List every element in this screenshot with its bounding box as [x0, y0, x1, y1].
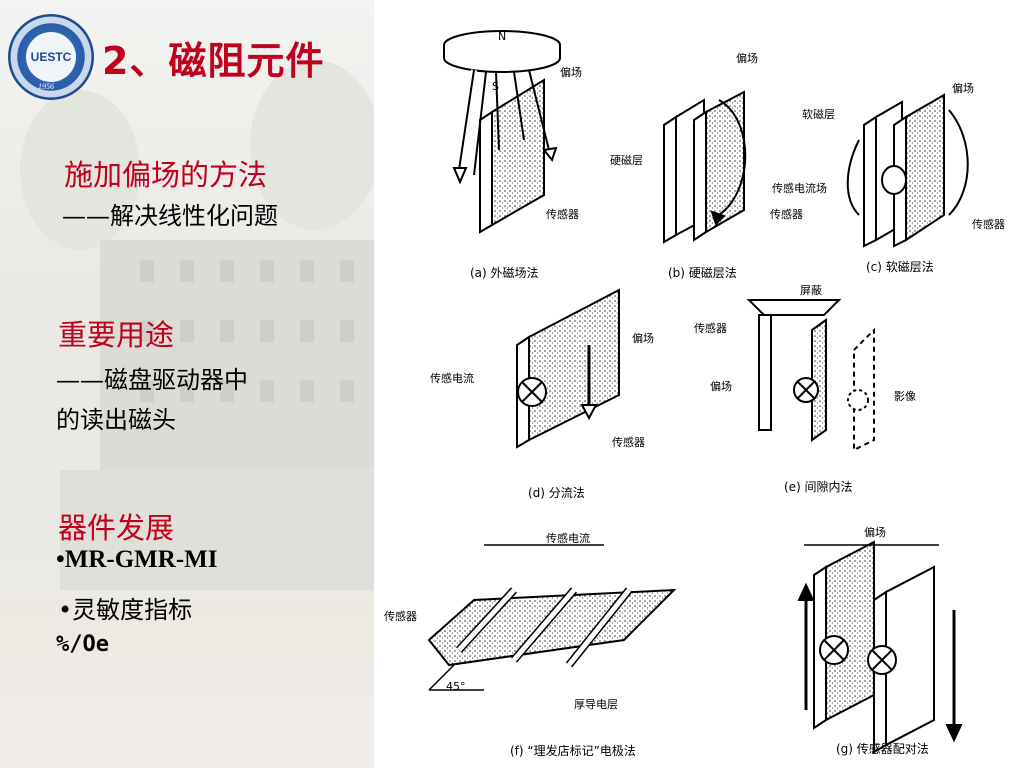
unit-text: %/Oe: [56, 632, 109, 657]
caption-a: (a) 外磁场法: [470, 266, 539, 280]
logo-year: 1956: [38, 82, 54, 91]
caption-f: (f) “理发店标记”电极法: [510, 744, 636, 758]
section2-line2: 的读出磁头: [56, 406, 176, 434]
label-e-image: 影像: [894, 390, 916, 403]
label-d-bias: 偏场: [632, 332, 654, 345]
label-b-hard: 硬磁层: [610, 154, 643, 167]
caption-d: (d) 分流法: [528, 486, 585, 500]
caption-b: (b) 硬磁层法: [668, 266, 737, 280]
label-a-n: N: [498, 30, 507, 43]
bullet-mr-gmr-mi: •MR-GMR-MI: [56, 546, 218, 573]
caption-g: (g) 传感器配对法: [836, 742, 929, 756]
label-b-sensor: 传感器: [770, 208, 803, 221]
label-f-angle: 45°: [446, 680, 466, 693]
logo-text: UESTC: [26, 32, 76, 82]
caption-c: (c) 软磁层法: [866, 260, 934, 274]
section2-line1: ——磁盘驱动器中: [56, 366, 248, 394]
label-a-s: S: [492, 80, 499, 93]
section1-heading: 施加偏场的方法: [64, 158, 268, 192]
background-photo: [0, 0, 400, 768]
label-c-current: 传感电流场: [772, 182, 827, 195]
figure-panel: N S 偏场 传感器 (a) 外磁场法 偏场 硬磁层 传感器 (b) 硬磁层法 …: [374, 0, 1024, 768]
label-a-bias: 偏场: [560, 66, 582, 79]
label-b-bias: 偏场: [736, 52, 758, 65]
university-logo: UESTC 1956: [8, 14, 94, 100]
mr-bias-methods-diagram: [427, 30, 969, 754]
label-f-sensor: 传感器: [384, 610, 417, 623]
slide-title: 2、磁阻元件: [102, 39, 325, 83]
label-e-shield: 屏蔽: [800, 284, 822, 297]
section2-heading: 重要用途: [58, 318, 175, 352]
label-c-soft: 软磁层: [802, 108, 835, 121]
label-d-sensor: 传感器: [612, 436, 645, 449]
label-f-current: 传感电流: [546, 532, 590, 545]
label-c-sensor: 传感器: [972, 218, 1005, 231]
label-d-current: 传感电流: [430, 372, 474, 385]
label-c-bias: 偏场: [952, 82, 974, 95]
section3-heading: 器件发展: [58, 511, 175, 545]
bullet-sensitivity: •灵敏度指标: [58, 596, 193, 624]
section1-sub: ——解决线性化问题: [62, 202, 278, 230]
label-e-sensor: 传感器: [694, 322, 727, 335]
label-e-bias: 偏场: [710, 380, 732, 393]
label-f-layer: 厚导电层: [574, 698, 618, 711]
label-g-bias: 偏场: [864, 526, 886, 539]
label-a-sensor: 传感器: [546, 208, 579, 221]
caption-e: (e) 间隙内法: [784, 480, 853, 494]
